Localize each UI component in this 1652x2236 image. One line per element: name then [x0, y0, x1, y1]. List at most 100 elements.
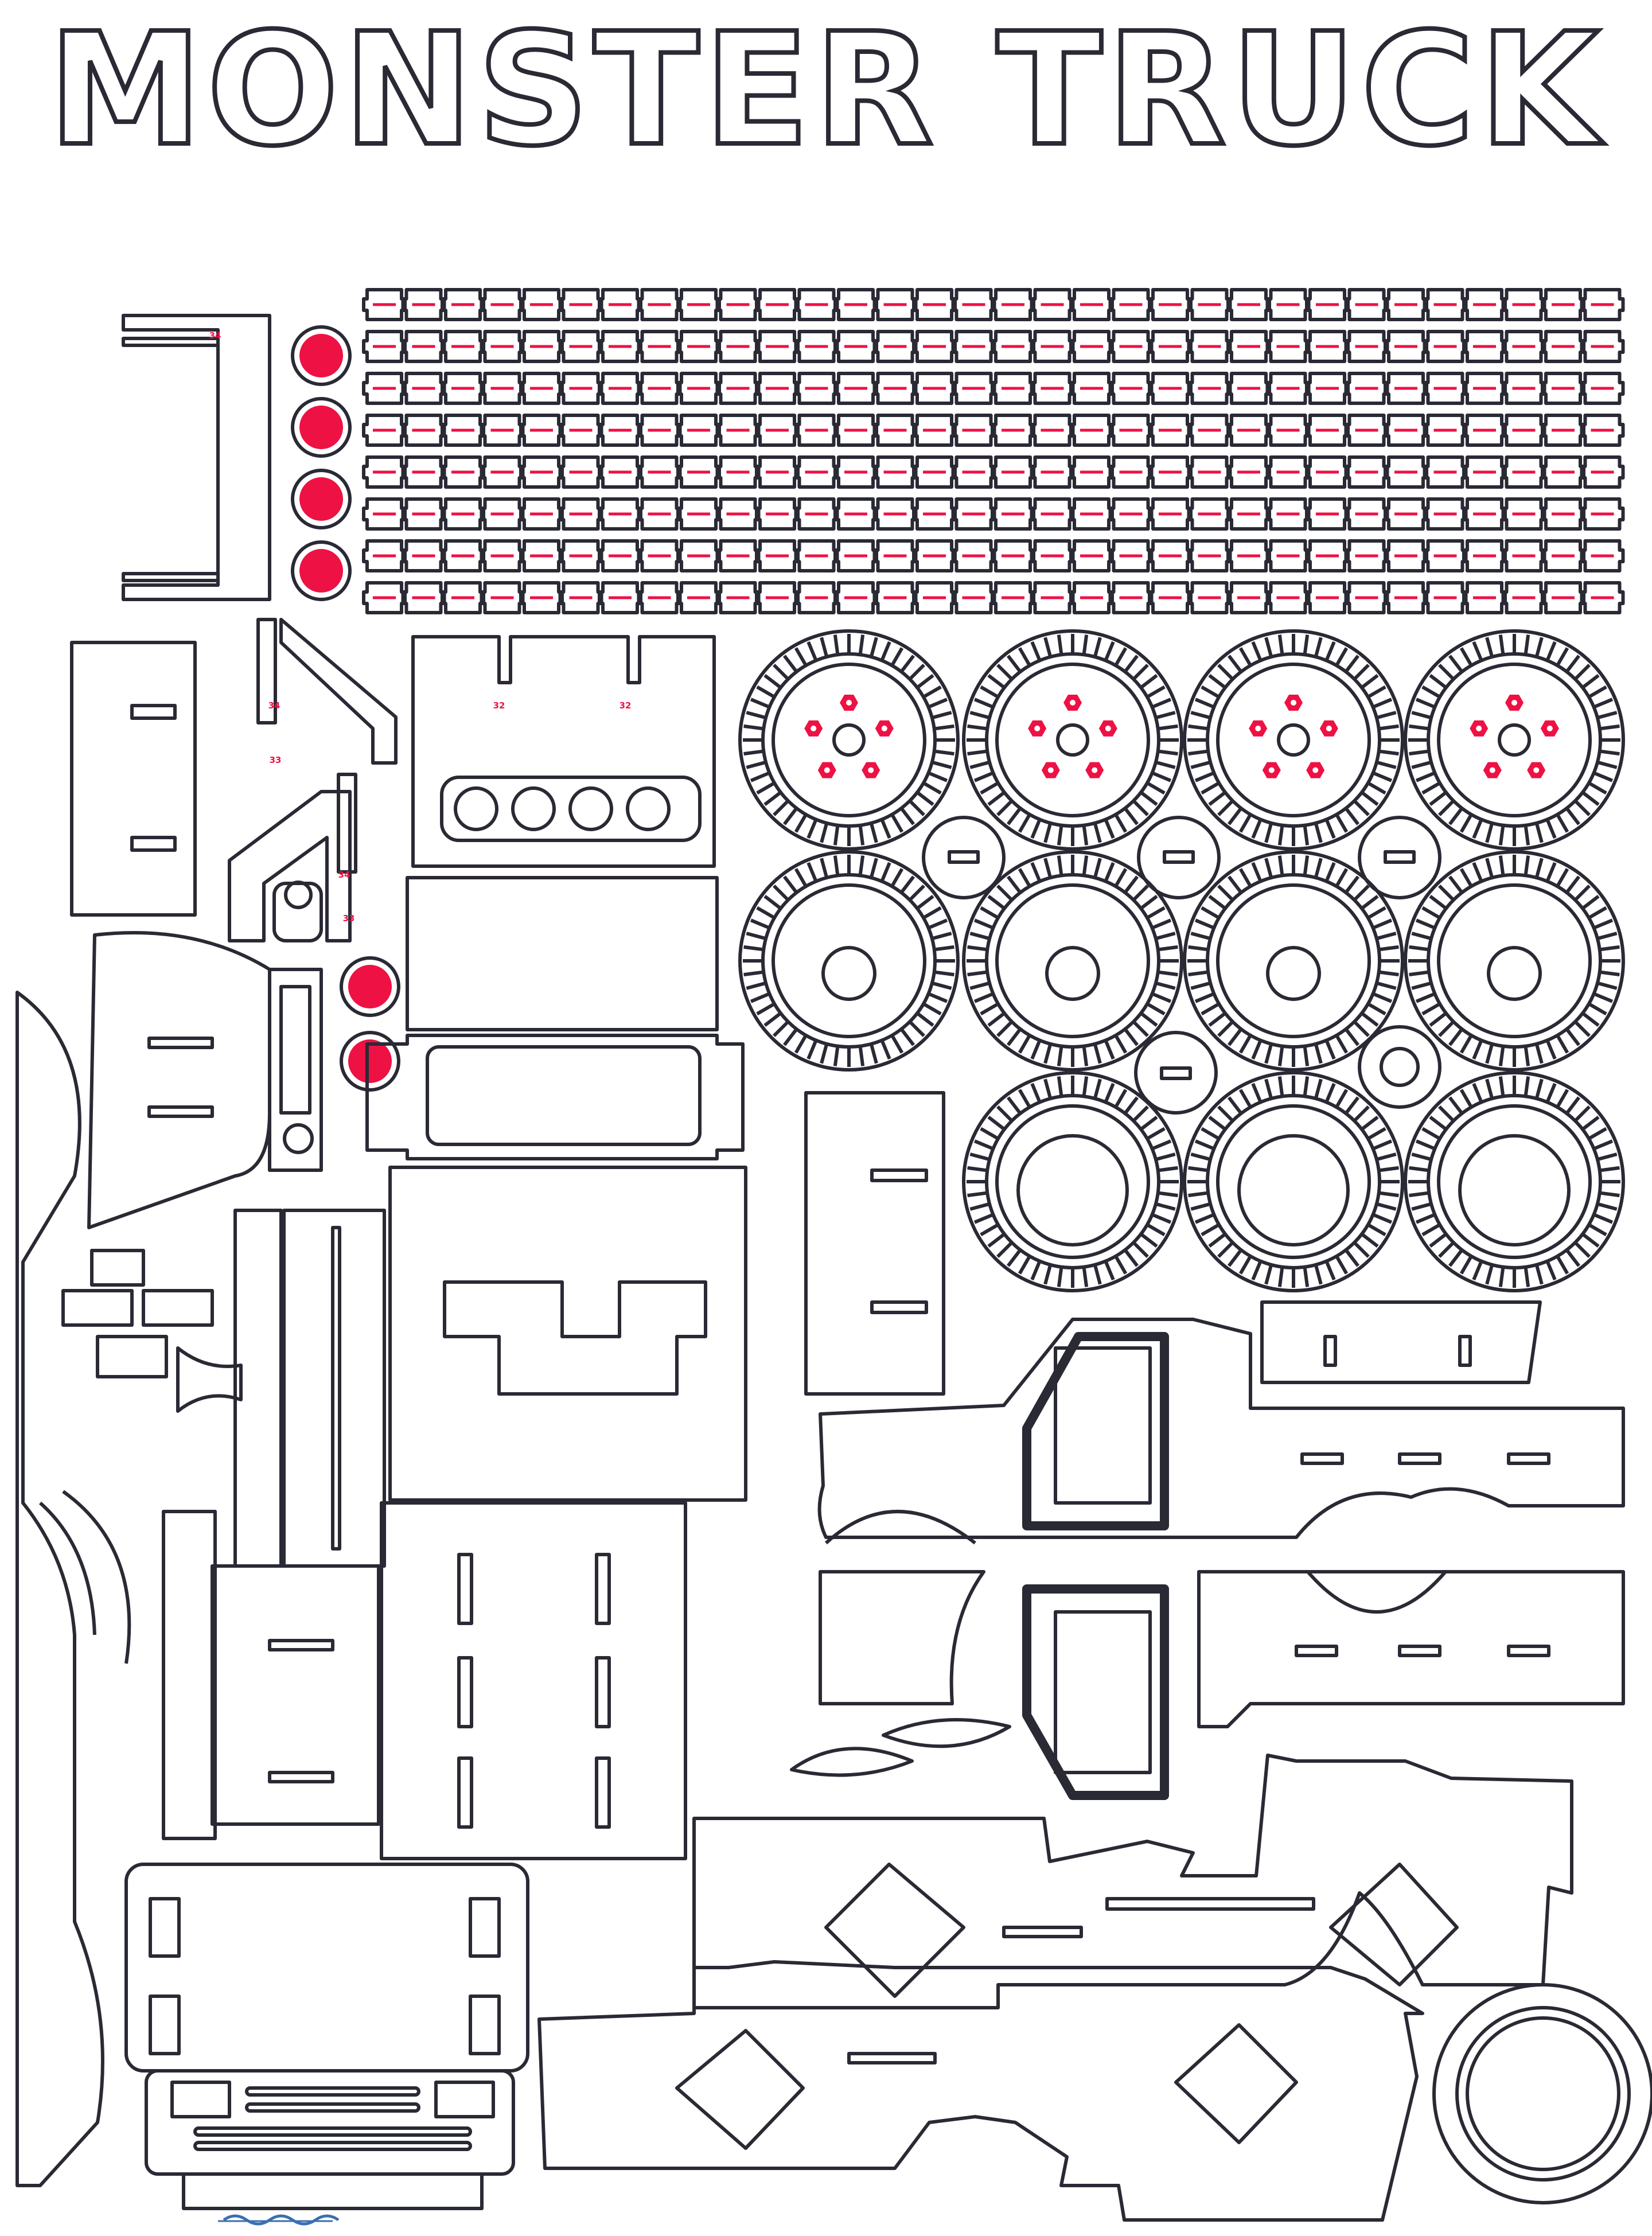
tread-link [678, 457, 719, 487]
door-panel-tall [804, 1091, 945, 1396]
tread-link [599, 332, 641, 361]
tread-link [1071, 583, 1112, 613]
tread-link [875, 541, 916, 571]
part-label: 33 [343, 913, 355, 924]
tread-link [1032, 457, 1073, 487]
tread-link [678, 332, 719, 361]
tread-link [403, 290, 445, 320]
tread-link [1228, 415, 1269, 445]
reflector-6 [341, 1033, 399, 1090]
tread-link [1150, 541, 1191, 571]
tread-link [992, 415, 1034, 445]
tread-link [560, 332, 602, 361]
tread-link [1071, 457, 1112, 487]
tread-link [796, 373, 837, 403]
tread-link [1346, 373, 1388, 403]
tread-link [953, 373, 995, 403]
tread-link [914, 583, 955, 613]
tread-link [1189, 373, 1230, 403]
tire-standalone [1434, 1985, 1652, 2203]
tread-link [914, 332, 955, 361]
tread-link [1268, 499, 1309, 529]
tread-link [1385, 373, 1427, 403]
tread-link [364, 290, 405, 320]
rear-tire-standalone [1434, 1985, 1652, 2203]
tread-link [560, 583, 602, 613]
tread-link [796, 583, 837, 613]
tread-link [796, 541, 837, 571]
tread-link [1228, 290, 1269, 320]
tread-link [1582, 583, 1623, 613]
tread-link [1268, 541, 1309, 571]
tread-link [992, 290, 1034, 320]
tread-link [1150, 373, 1191, 403]
tread-link [1111, 499, 1152, 529]
lug-nut-mark [1306, 762, 1325, 778]
wheel-discs [738, 629, 1625, 1292]
tread-link [1032, 290, 1073, 320]
reflector-4 [293, 542, 350, 599]
tread-link [1346, 499, 1388, 529]
tread-link [364, 583, 405, 613]
wheel-mid-disc [1404, 850, 1625, 1072]
tread-link [442, 373, 484, 403]
tread-link [482, 332, 523, 361]
chassis-side-upper [692, 1754, 1573, 2009]
tread-link [1346, 583, 1388, 613]
tread-link [992, 499, 1034, 529]
tread-link [639, 415, 680, 445]
tread-link [992, 373, 1034, 403]
tread-link [1503, 541, 1545, 571]
tread-link [1228, 499, 1269, 529]
grille-part [87, 881, 323, 1229]
tread-link [1111, 373, 1152, 403]
tread-link [1111, 541, 1152, 571]
left-arch-strip [15, 991, 131, 2187]
tread-link [953, 290, 995, 320]
tread-link [953, 583, 995, 613]
tread-link [1346, 541, 1388, 571]
tread-link [718, 415, 759, 445]
tread-link [1503, 583, 1545, 613]
lug-nut-mark [1540, 720, 1559, 737]
tread-link [599, 541, 641, 571]
tread-link [875, 457, 916, 487]
tread-link [521, 541, 562, 571]
tread-link [678, 583, 719, 613]
tread-link [1503, 373, 1545, 403]
wheel-mid-disc [962, 850, 1183, 1072]
tread-link [1268, 415, 1309, 445]
tread-link [718, 499, 759, 529]
tread-link [796, 457, 837, 487]
tread-link [1150, 457, 1191, 487]
tread-link [718, 332, 759, 361]
tread-link [796, 332, 837, 361]
tread-link [1268, 457, 1309, 487]
tread-link [639, 457, 680, 487]
tread-link [796, 415, 837, 445]
tread-link [482, 583, 523, 613]
tread-link [1307, 541, 1348, 571]
spacer-discs [922, 816, 1441, 1115]
tread-link [1385, 415, 1427, 445]
wheel-mid-disc [1183, 850, 1404, 1072]
tread-link [521, 457, 562, 487]
tread-link [364, 499, 405, 529]
cab-side-lower [819, 1570, 1625, 1800]
rear-panel-top [1260, 1300, 1542, 1384]
tread-link [1071, 541, 1112, 571]
tread-link [1307, 373, 1348, 403]
tread-link [1071, 332, 1112, 361]
tread-link [1111, 457, 1152, 487]
lug-nut-mark [862, 762, 880, 778]
cab-side-upper [817, 1318, 1625, 1545]
tread-link [639, 583, 680, 613]
tread-link [1228, 332, 1269, 361]
tread-link [521, 290, 562, 320]
tread-link [1542, 332, 1584, 361]
tread-link [1542, 457, 1584, 487]
tread-link [875, 373, 916, 403]
part-label: 32 [620, 700, 632, 711]
part-label: 34 [209, 330, 221, 341]
tread-link [1032, 415, 1073, 445]
